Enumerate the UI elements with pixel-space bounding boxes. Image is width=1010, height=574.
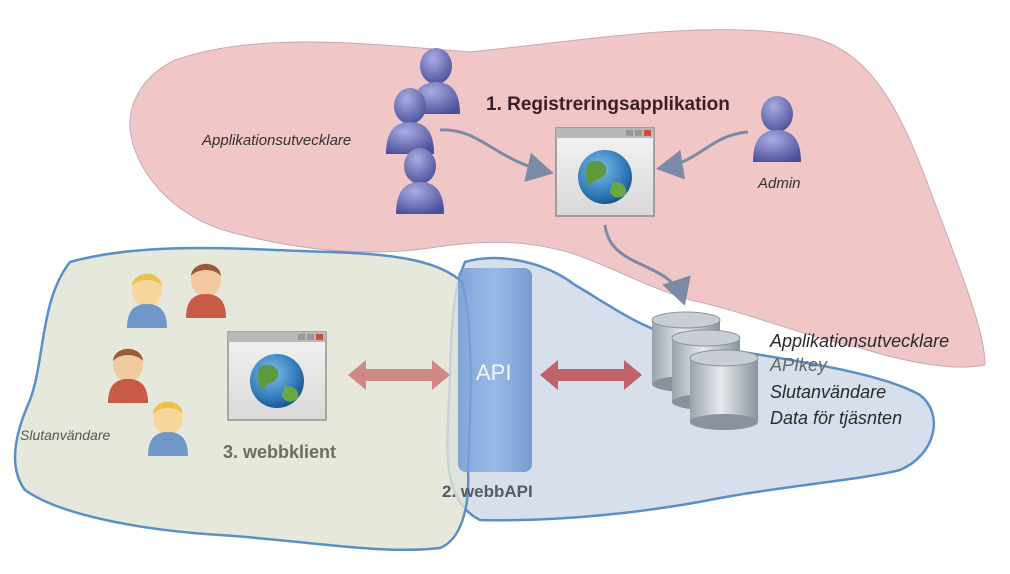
user-group-icon bbox=[386, 48, 460, 214]
database-icon bbox=[651, 311, 759, 430]
registration-to-database-arrow bbox=[603, 224, 691, 306]
browser-window-icon bbox=[227, 331, 327, 421]
developers-label: Applikationsutvecklare bbox=[202, 132, 352, 149]
api-label: API bbox=[476, 360, 512, 385]
registration-title: 1. Registreringsapplikation bbox=[486, 94, 730, 115]
end-user-icon bbox=[148, 401, 188, 456]
end-user-icon bbox=[127, 273, 167, 328]
webclient-title: 3. webbklient bbox=[223, 442, 337, 462]
webapi-title: 2. webbAPI bbox=[442, 482, 533, 501]
db-item-developers: Applikationsutvecklare bbox=[770, 331, 950, 351]
globe-icon bbox=[578, 150, 632, 204]
endusers-label: Slutanvändare bbox=[20, 427, 111, 443]
api-database-double-arrow bbox=[540, 360, 642, 390]
admin-to-registration-arrow bbox=[656, 130, 749, 180]
client-api-double-arrow bbox=[348, 360, 450, 390]
browser-window-icon bbox=[555, 127, 655, 217]
admin-user-icon bbox=[753, 96, 801, 162]
end-user-icon bbox=[108, 348, 148, 403]
developers-to-registration-arrow bbox=[439, 128, 554, 182]
db-item-endusers: Slutanvändare bbox=[770, 382, 887, 402]
db-item-apikey: APIkey bbox=[770, 355, 828, 375]
db-item-service-data: Data för tjäsnten bbox=[770, 408, 903, 428]
api-block bbox=[458, 268, 532, 472]
globe-icon bbox=[250, 354, 304, 408]
end-user-icon bbox=[186, 263, 226, 318]
admin-label: Admin bbox=[758, 175, 801, 192]
